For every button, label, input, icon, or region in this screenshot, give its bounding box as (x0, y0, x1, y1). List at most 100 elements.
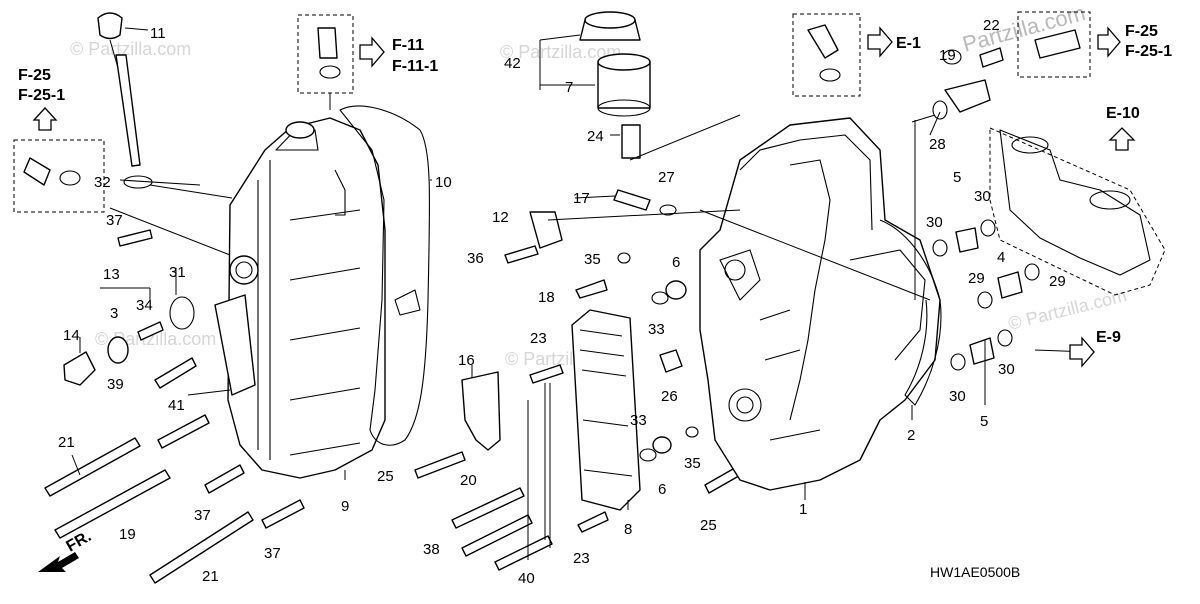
label-4: 4 (997, 249, 1005, 266)
label-28: 28 (929, 136, 946, 153)
label-17: 17 (573, 190, 590, 207)
dowel-35 (617, 252, 631, 264)
o-ring-30 (932, 239, 948, 257)
watermark: © Partzilla.com (500, 42, 621, 62)
oil-filter-cap-top (584, 11, 636, 29)
gasket-tab (394, 289, 421, 316)
o-ring-31 (169, 296, 195, 330)
label-1: 1 (799, 501, 807, 518)
label-30d: 30 (949, 388, 966, 405)
label-33: 33 (648, 321, 665, 338)
label-24: 24 (587, 128, 604, 145)
up-arrow-f25-left (32, 107, 58, 131)
left-bolts (44, 229, 305, 584)
label-21b: 21 (202, 568, 219, 585)
o-ring-28 (932, 100, 948, 120)
label-29: 29 (968, 270, 985, 287)
cover-gasket (339, 105, 431, 446)
label-19: 19 (119, 526, 136, 543)
filter-stud (621, 124, 641, 159)
label-2: 2 (907, 427, 915, 444)
label-36: 36 (467, 250, 484, 267)
label-13: 13 (103, 266, 120, 283)
hose-kit-box-right (1017, 11, 1091, 78)
label-5: 5 (953, 169, 961, 186)
label-38: 38 (423, 541, 440, 558)
bolt-22 (979, 47, 1004, 68)
fitting-4 (997, 271, 1023, 299)
label-16: 16 (458, 352, 475, 369)
plug-26 (659, 349, 683, 373)
label-39: 39 (107, 376, 124, 393)
washer-33b (639, 448, 657, 462)
ref-e1: E-1 (896, 35, 921, 52)
breather-hose (317, 27, 338, 59)
o-ring-30d (997, 329, 1013, 347)
part-number-labels: 1 2 3 4 5 5 6 6 7 8 9 10 11 12 13 14 16 … (58, 17, 1066, 587)
case-gasket (879, 219, 942, 406)
label-23: 23 (530, 330, 547, 347)
label-42: 42 (504, 55, 521, 72)
clamp-e1 (819, 68, 841, 82)
watermark: © Partzilla.com (70, 39, 191, 59)
ref-f11-1: F-11 (392, 37, 424, 54)
right-arrow-e9 (1069, 336, 1095, 368)
label-32: 32 (94, 174, 111, 191)
label-26: 26 (661, 388, 678, 405)
label-22: 22 (983, 17, 1000, 34)
oil-dipstick (97, 12, 153, 189)
right-arrow-f25-right (1097, 26, 1121, 58)
ref-arrows (32, 26, 1136, 572)
ref-f25-right-2: F-25-1 (1125, 43, 1172, 60)
label-21: 21 (58, 434, 75, 451)
label-37b: 37 (194, 507, 211, 524)
hose-clamp (319, 65, 341, 79)
label-14: 14 (63, 327, 80, 344)
fitting-5b (969, 337, 995, 365)
oil-filler-cap (63, 351, 96, 386)
label-3: 3 (110, 305, 118, 322)
oil-filter-bottom (597, 99, 651, 117)
bracket-16 (461, 371, 501, 451)
right-arrow-f11 (359, 36, 385, 68)
hose-kit-box (297, 14, 354, 94)
label-31: 31 (169, 264, 186, 281)
label-35b: 35 (684, 455, 701, 472)
label-25b: 25 (700, 517, 717, 534)
bolt-36 (504, 245, 539, 264)
front-arrow-icon (38, 552, 79, 572)
o-ring-19 (942, 49, 962, 65)
label-6b: 6 (658, 481, 666, 498)
bolt-18 (575, 279, 608, 299)
up-arrow-e10 (1108, 127, 1136, 151)
washer-27 (659, 204, 677, 216)
collar-6b (652, 436, 672, 454)
drawing-code: HW1AE0500B (930, 564, 1020, 580)
label-37c: 37 (264, 545, 281, 562)
label-10: 10 (435, 174, 452, 191)
washer-33 (651, 291, 669, 305)
label-25: 25 (377, 468, 394, 485)
oil-pressure-switch (613, 189, 651, 211)
label-41: 41 (168, 397, 185, 414)
label-7: 7 (565, 79, 573, 96)
label-8: 8 (624, 521, 632, 538)
label-19b: 19 (939, 47, 956, 64)
e10-housing (989, 127, 1166, 296)
o-ring-29b (1024, 263, 1040, 281)
label-40: 40 (518, 570, 535, 587)
collar-6 (665, 280, 687, 300)
ref-f25-right-1: F-25 (1125, 23, 1158, 40)
hose-kit-box-e1 (792, 13, 861, 97)
hose-clamp-kit (13, 139, 105, 213)
right-arrow-e1 (867, 26, 893, 58)
hose-e1 (807, 24, 839, 59)
hose-right (1034, 29, 1081, 59)
label-20: 20 (460, 472, 477, 489)
o-ring-30b (980, 219, 996, 237)
o-ring-29 (977, 291, 993, 309)
ref-f25-left-1: F-25 (18, 67, 51, 84)
label-35: 35 (584, 251, 601, 268)
